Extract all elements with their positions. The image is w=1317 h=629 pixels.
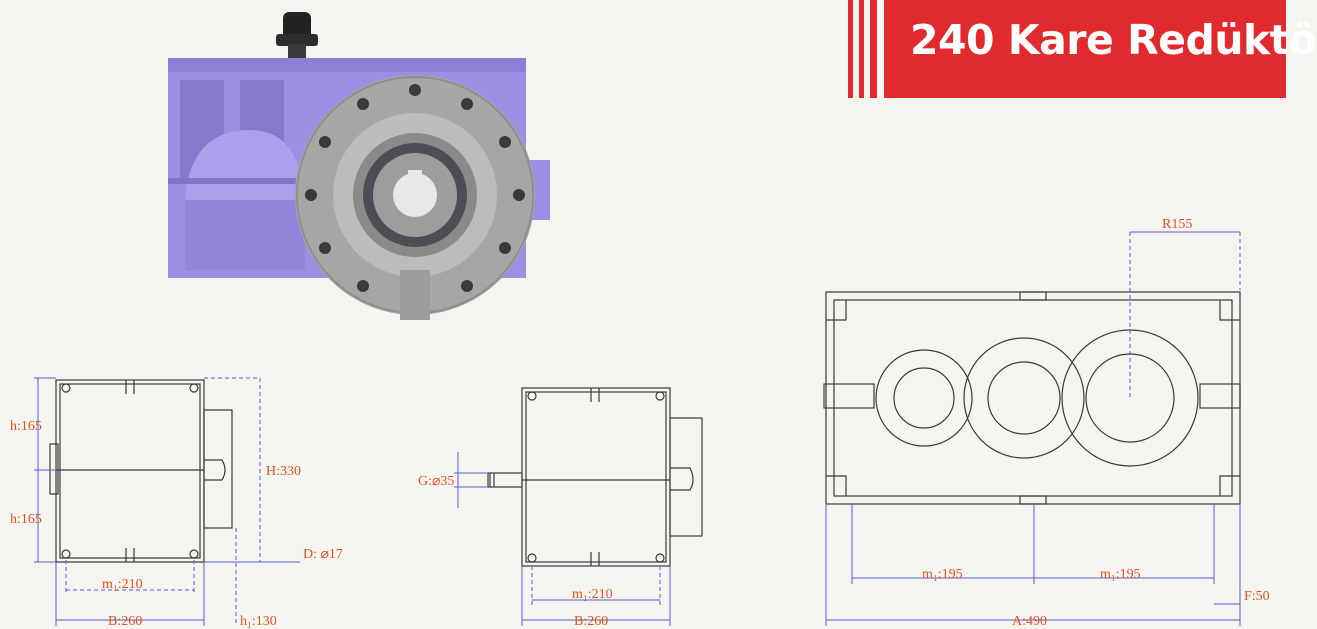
dim-m1-side: m₁:210 <box>102 577 143 592</box>
dim-B-shaft: B:260 <box>574 614 608 629</box>
dim-H: H:330 <box>266 464 301 479</box>
dim-m1-shaft: m₁:210 <box>572 587 613 602</box>
dim-h1: h₁:130 <box>240 614 277 629</box>
title-banner: 240 Kare Redüktö <box>848 0 1317 98</box>
gearbox-photo <box>168 12 550 320</box>
dim-A: A:490 <box>1012 614 1047 629</box>
shaft-view-dimensions <box>454 452 671 626</box>
dim-R: R155 <box>1162 217 1192 232</box>
dim-D: D: ⌀17 <box>303 547 343 562</box>
front-view-dimensions <box>825 231 1241 626</box>
drawing-canvas: h:165 h:165 H:330 D: ⌀17 m₁:210 B:260 h₁… <box>10 12 1270 629</box>
dim-G: G:⌀35 <box>418 474 454 489</box>
output-flange <box>295 75 535 320</box>
side-view-drawing <box>49 379 233 563</box>
banner-title: 240 Kare Redüktö <box>910 16 1317 64</box>
dim-m1-front: m₁:195 <box>922 567 963 582</box>
shaft-view-drawing <box>487 387 703 567</box>
oil-cap <box>276 12 318 60</box>
front-view-drawing <box>823 291 1241 505</box>
dim-F: F:50 <box>1244 589 1270 604</box>
side-view-dimensions <box>34 377 300 626</box>
dim-B-side: B:260 <box>108 614 142 629</box>
dim-h-lower: h:165 <box>10 512 42 527</box>
dim-h-upper: h:165 <box>10 419 42 434</box>
dim-m2-front: m₁:195 <box>1100 567 1141 582</box>
